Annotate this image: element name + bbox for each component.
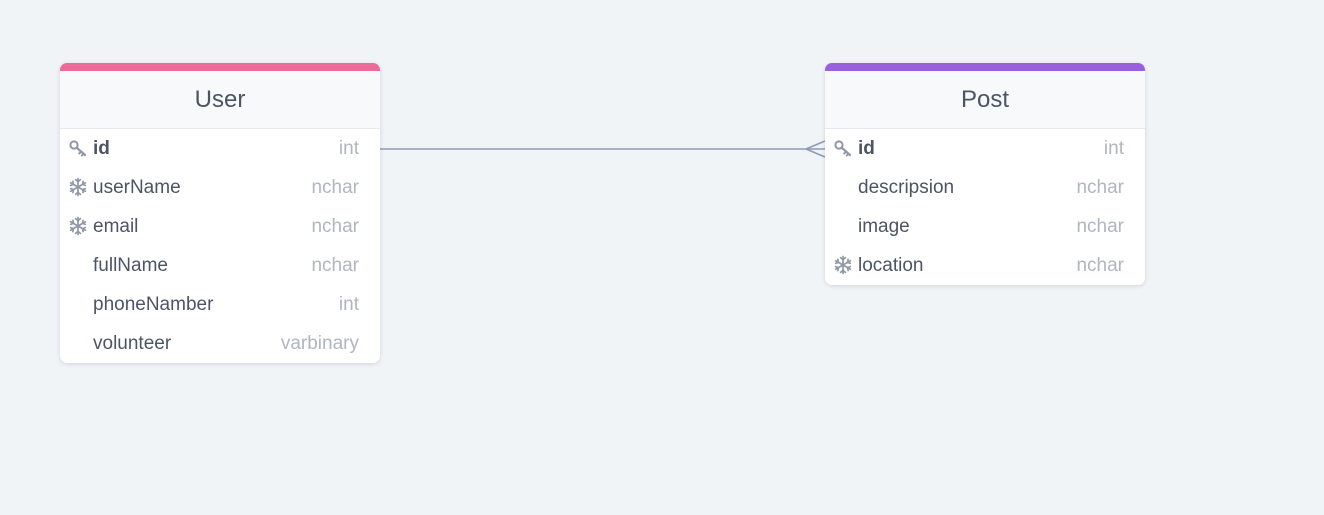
column-name: descripsion (858, 177, 955, 198)
column-row-descripsion[interactable]: descripsion nchar (825, 168, 1145, 207)
column-type: nchar (311, 177, 359, 198)
column-name: userName (93, 177, 181, 198)
column-type: varbinary (280, 333, 359, 354)
column-row-phoneNamber[interactable]: phoneNamber int (60, 285, 380, 324)
column-name: id (93, 138, 110, 159)
table-columns: id int descripsion nchar image nchar location n… (825, 129, 1145, 285)
key-icon (833, 138, 853, 158)
column-row-id[interactable]: id int (825, 129, 1145, 168)
column-type: nchar (311, 255, 359, 276)
column-name: phoneNamber (93, 294, 214, 315)
column-type: nchar (1076, 177, 1124, 198)
key-icon (68, 138, 88, 158)
column-name: location (858, 255, 924, 276)
snowflake-icon (833, 255, 853, 275)
column-name: volunteer (93, 333, 172, 354)
column-row-email[interactable]: email nchar (60, 207, 380, 246)
table-header-post[interactable]: Post (825, 63, 1145, 129)
table-columns: id int userName nchar email nchar fullName ncha… (60, 129, 380, 363)
column-row-location[interactable]: location nchar (825, 246, 1145, 285)
crows-foot-many-icon (805, 140, 826, 158)
column-type: int (338, 294, 359, 315)
table-header-user[interactable]: User (60, 63, 380, 129)
column-row-volunteer[interactable]: volunteer varbinary (60, 324, 380, 363)
column-row-image[interactable]: image nchar (825, 207, 1145, 246)
column-name: fullName (93, 255, 168, 276)
table-title: Post (960, 85, 1010, 113)
column-type: int (338, 138, 359, 159)
column-row-userName[interactable]: userName nchar (60, 168, 380, 207)
column-name: image (858, 216, 910, 237)
column-row-fullName[interactable]: fullName nchar (60, 246, 380, 285)
column-name: id (858, 138, 875, 159)
snowflake-icon (68, 216, 88, 236)
column-type: nchar (1076, 255, 1124, 276)
table-title: User (194, 85, 246, 113)
column-type: int (1103, 138, 1124, 159)
column-type: nchar (1076, 216, 1124, 237)
column-type: nchar (311, 216, 359, 237)
snowflake-icon (68, 177, 88, 197)
column-name: email (93, 216, 139, 237)
column-row-id[interactable]: id int (60, 129, 380, 168)
